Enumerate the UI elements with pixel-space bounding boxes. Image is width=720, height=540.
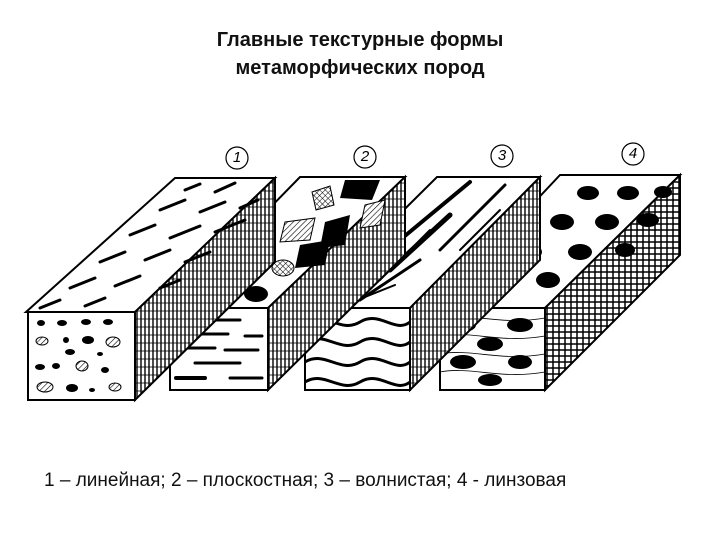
label-1	[225, 146, 249, 170]
label-3	[490, 144, 514, 168]
block-1-linear-texture	[23, 175, 278, 403]
title-line-1: Главные текстурные формы	[216, 29, 504, 51]
block-number-3: 3	[497, 147, 507, 164]
label-4	[621, 142, 645, 166]
title-line-2: метаморфических пород	[235, 57, 485, 79]
block-number-1: 1	[232, 149, 242, 166]
legend-caption: 1 – линейная; 2 – плоскостная; 3 – волни…	[44, 470, 567, 491]
block-number-4: 4	[628, 145, 638, 162]
block-number-2: 2	[360, 148, 370, 165]
label-2	[353, 145, 377, 169]
diagram-title: Главные текстурные формы метаморфических…	[0, 26, 720, 82]
